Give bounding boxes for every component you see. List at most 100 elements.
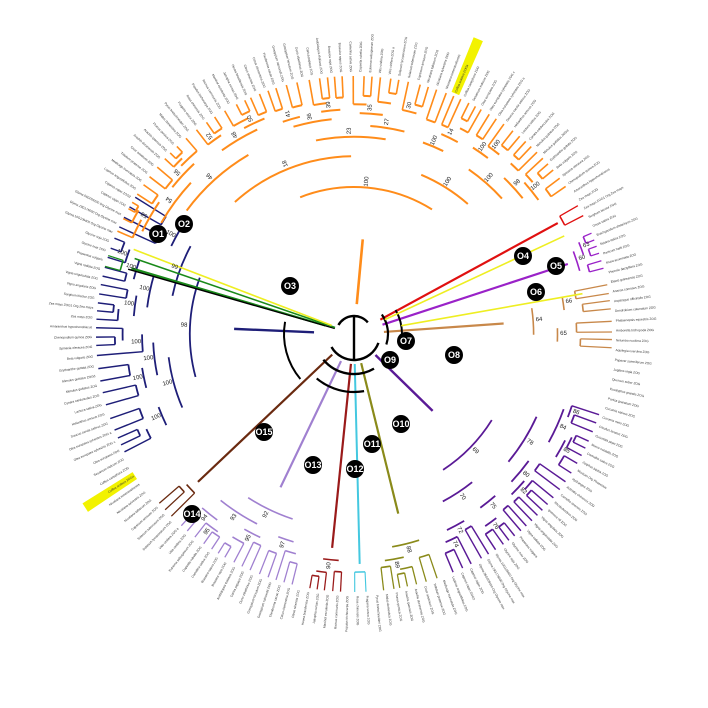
bootstrap-value: 52 [205, 131, 214, 140]
leaf-branch [464, 529, 483, 559]
leaf-branch [267, 553, 278, 578]
leaf-branch [484, 533, 497, 551]
leaf-branch [537, 163, 549, 174]
leaf-branch [122, 217, 133, 224]
leaf-branch [566, 446, 582, 457]
bootstrap-value: 100 [131, 339, 142, 345]
node-arc [418, 553, 430, 559]
leaf-label: Arachis duranensis ZOG [133, 133, 162, 160]
leaf-label: Amborella trichopoda ZOG [616, 328, 654, 332]
bootstrap-value: 50 [246, 113, 255, 122]
leaf-branch [326, 77, 331, 99]
leaf-branch [275, 550, 286, 581]
leaf-branch [525, 157, 544, 175]
leaf-branch [114, 417, 144, 431]
leaf-branch [575, 434, 589, 442]
leaf-branch [205, 121, 215, 134]
leaf-label: Lupinus angustifolius ZOG [103, 167, 137, 191]
bootstrap-value: 75 [488, 502, 497, 511]
leaf-branch [194, 522, 207, 538]
backbone-arc [283, 321, 302, 380]
leaf-branch [470, 525, 490, 555]
leaf-branch [117, 428, 138, 439]
leaf-branch [574, 414, 597, 424]
leaf-branch [572, 441, 586, 449]
leaf-branch [421, 86, 430, 107]
leaf-branch [104, 266, 127, 274]
node-arc [211, 531, 221, 538]
bootstrap-value: 48 [231, 130, 240, 139]
node-arc [370, 125, 405, 133]
highlight-layer [82, 37, 483, 512]
leaf-label: Populus trichocarpa ZOG [344, 595, 349, 632]
node-arc [315, 135, 386, 142]
node-arc [120, 241, 126, 253]
bootstrap-value: 41 [285, 109, 293, 118]
node-arc [487, 145, 500, 156]
node-arc [397, 572, 405, 576]
leaf-branch [339, 571, 343, 592]
node-arc [205, 522, 219, 533]
bootstrap-value: 78 [525, 438, 534, 447]
leaf-label: Mimulus guttatus ZOG [66, 384, 99, 394]
node-arc [171, 163, 195, 188]
node-arc [123, 272, 128, 282]
leaf-label: Camelina sativa ZOG [348, 42, 352, 73]
node-arc [414, 103, 423, 108]
clade-stem [331, 363, 353, 548]
node-arc [151, 194, 159, 205]
leaf-branch [574, 284, 608, 292]
orthogroup-label-o5: O5 [550, 261, 562, 271]
node-arc [359, 112, 383, 116]
node-arc [313, 102, 327, 107]
leaf-branch [291, 563, 298, 585]
leaf-label: Capsella rubella ZOG [358, 41, 363, 72]
node-arc [257, 110, 267, 117]
node-arc [321, 108, 341, 113]
leaf-label: Malus domestica ZOG [385, 594, 393, 626]
leaf-label: Fragaria vesca ZOG [365, 596, 370, 626]
leaf-branch [403, 572, 409, 587]
leaf-branch [258, 550, 270, 575]
leaf-branch [467, 109, 482, 133]
node-arc [268, 549, 277, 555]
bootstrap-value: 100 [151, 413, 163, 423]
bootstrap-value: 23 [347, 127, 353, 134]
bootstrap-value: 95 [203, 527, 212, 536]
leaf-branch [503, 522, 516, 537]
leaf-label: Dendrobium catenatum ZOG [615, 305, 657, 313]
leaf-label: Chenopodium quinoa ZOG [54, 335, 93, 339]
leaf-branch [99, 293, 127, 299]
node-arc [440, 133, 459, 143]
bootstrap-value: 100 [162, 379, 174, 388]
bootstrap-value: 100 [530, 181, 542, 192]
node-arc [582, 236, 587, 244]
leaf-branch [249, 97, 260, 116]
bootstrap-value: 27 [384, 118, 391, 126]
node-arc [241, 110, 251, 116]
leaf-branch [110, 407, 140, 420]
node-arc [388, 91, 397, 96]
node-arc [232, 117, 249, 127]
node-arc [112, 304, 115, 313]
backbone-arc [330, 342, 380, 362]
leaf-label: Vigna angularis ZOG [66, 281, 96, 290]
node-arc [530, 308, 535, 335]
node-arc [277, 536, 294, 543]
leaf-branch [583, 308, 611, 313]
leaf-branch [513, 501, 533, 522]
bootstrap-value: 84 [558, 423, 567, 431]
node-arc [132, 295, 138, 317]
orthogroup-label-o9: O9 [384, 355, 396, 365]
bootstrap-value: 63 [582, 241, 591, 249]
leaf-branch [96, 318, 118, 322]
leaf-branch [498, 526, 510, 541]
orthogroup-marker-o3 [281, 277, 299, 295]
leaf-branch [580, 345, 612, 349]
orthogroup-marker-o1 [149, 225, 167, 243]
leaf-label: Arachis ipaensis ZOG [404, 590, 414, 622]
leaf-label: Zea mays ZOG1 Org Zea mays [49, 301, 94, 309]
node-arc [145, 428, 152, 439]
leaf-branch [518, 145, 532, 161]
leaf-branch [176, 145, 183, 153]
